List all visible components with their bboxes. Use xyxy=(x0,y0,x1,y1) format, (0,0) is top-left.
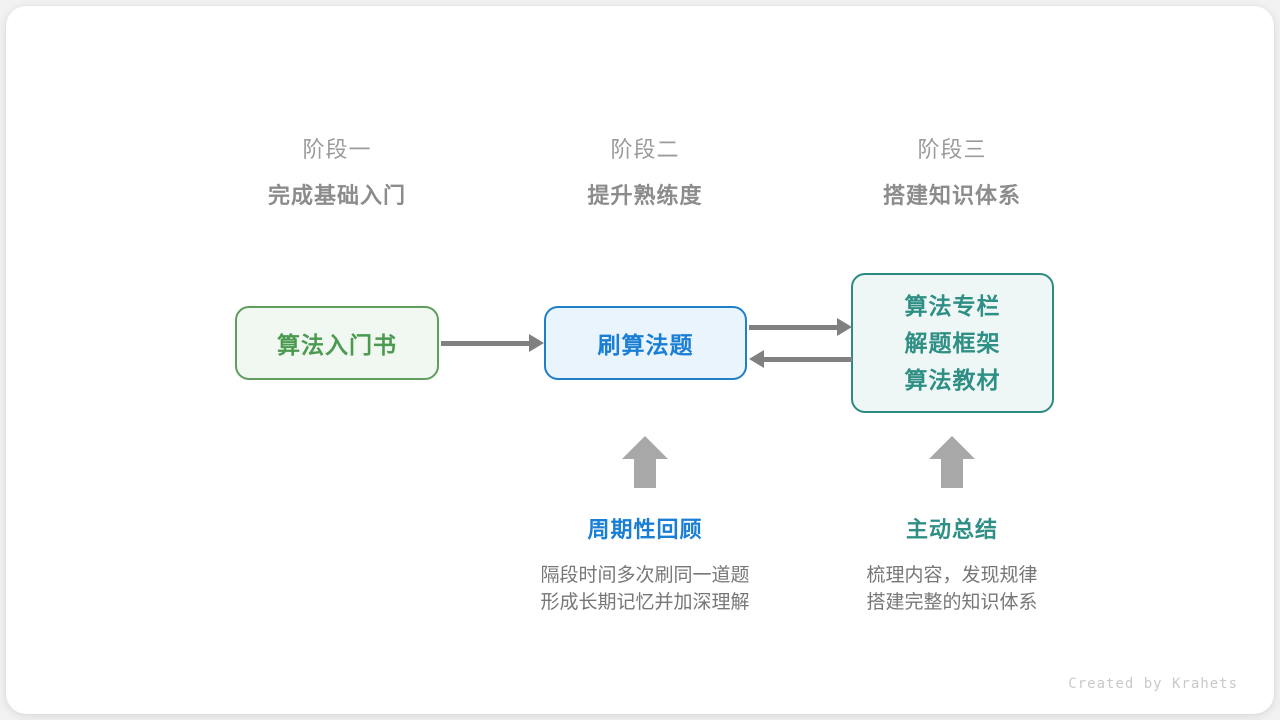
arrow-up-icon-summary xyxy=(929,436,975,488)
stage-title-1: 完成基础入门 xyxy=(267,183,406,208)
arrow-shaft xyxy=(749,324,841,330)
node-knowledge-line-1: 算法专栏 xyxy=(904,292,1001,319)
stage-header-2: 阶段二 提升熟练度 xyxy=(515,135,775,211)
node-algorithm-intro-book[interactable]: 算法入门书 xyxy=(235,306,439,380)
node-practice-problems[interactable]: 刷算法题 xyxy=(544,306,747,380)
annotation-review-body: 隔段时间多次刷同一道题 形成长期记忆并加深理解 xyxy=(485,562,805,616)
annotation-review-body-line-1: 隔段时间多次刷同一道题 xyxy=(540,565,750,586)
diagram-card: 阶段一 完成基础入门 阶段二 提升熟练度 阶段三 搭建知识体系 算法入门书 刷算… xyxy=(6,6,1274,714)
annotation-active-summary: 主动总结 梳理内容，发现规律 搭建完整的知识体系 xyxy=(792,515,1112,616)
node-knowledge-line-3: 算法教材 xyxy=(904,366,1001,393)
stage-label-3: 阶段三 xyxy=(917,137,987,162)
stage-header-1: 阶段一 完成基础入门 xyxy=(207,135,467,211)
node-knowledge-line-2: 解题框架 xyxy=(904,329,1001,356)
stage-title-2: 提升熟练度 xyxy=(587,183,703,208)
footer-credit: Created by Krahets xyxy=(1068,676,1238,692)
stage-label-2: 阶段二 xyxy=(610,137,680,162)
arrow-right-icon-practice-to-knowledge xyxy=(749,315,852,339)
arrow-head xyxy=(749,350,764,368)
arrow-shaft xyxy=(760,356,852,362)
annotation-review-body-line-2: 形成长期记忆并加深理解 xyxy=(540,592,750,613)
stage-header-3: 阶段三 搭建知识体系 xyxy=(822,135,1082,211)
arrow-right-icon-book-to-practice xyxy=(441,331,544,355)
annotation-summary-title: 主动总结 xyxy=(905,517,998,542)
node-book-line-1: 算法入门书 xyxy=(277,332,397,358)
annotation-summary-body: 梳理内容，发现规律 搭建完整的知识体系 xyxy=(792,562,1112,616)
annotation-periodic-review: 周期性回顾 隔段时间多次刷同一道题 形成长期记忆并加深理解 xyxy=(485,515,805,616)
annotation-summary-body-line-1: 梳理内容，发现规律 xyxy=(866,565,1038,586)
stage-title-3: 搭建知识体系 xyxy=(882,183,1021,208)
arrow-shaft xyxy=(441,340,533,346)
arrow-head xyxy=(529,334,544,352)
arrow-left-icon-knowledge-to-practice xyxy=(749,347,852,371)
arrow-head xyxy=(837,318,852,336)
node-practice-line-1: 刷算法题 xyxy=(597,332,694,358)
arrow-up-icon-review xyxy=(622,436,668,488)
annotation-summary-body-line-2: 搭建完整的知识体系 xyxy=(866,592,1038,613)
node-knowledge-resources[interactable]: 算法专栏 解题框架 算法教材 xyxy=(851,273,1054,413)
annotation-review-title: 周期性回顾 xyxy=(587,517,703,542)
stage-label-1: 阶段一 xyxy=(302,137,372,162)
